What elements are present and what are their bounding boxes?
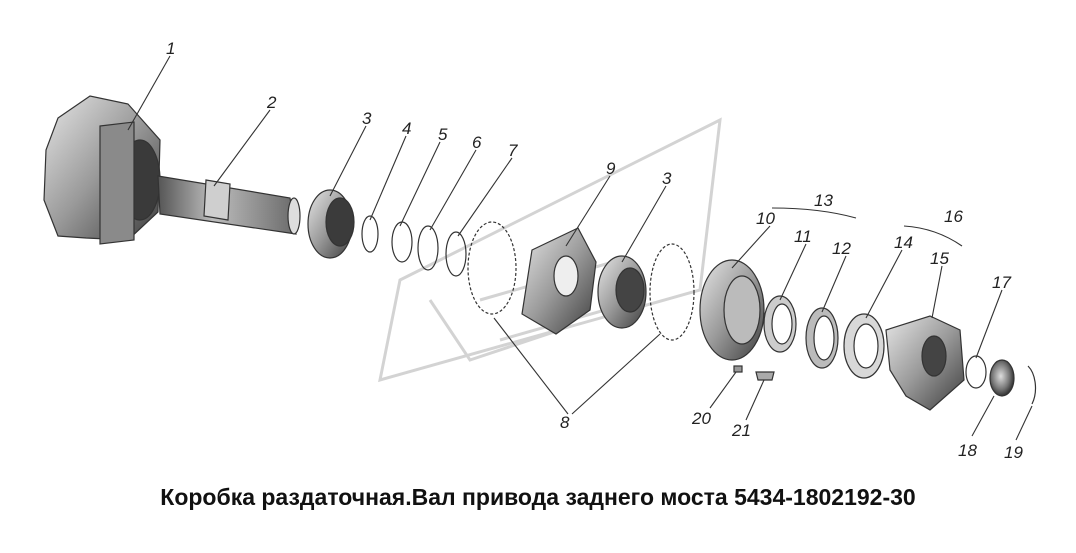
label-17: 17 — [992, 273, 1011, 292]
part-5-ring — [391, 221, 413, 263]
label-19: 19 — [1004, 443, 1023, 462]
part-21-bolt — [755, 371, 775, 381]
label-9: 9 — [606, 159, 616, 178]
part-17-washer — [965, 355, 987, 389]
label-12: 12 — [832, 239, 851, 258]
label-2: 2 — [266, 93, 277, 112]
part-8-gasket-left — [467, 221, 517, 315]
part-4-ring — [361, 215, 379, 253]
label-7: 7 — [508, 141, 518, 160]
part-19-cotter-pin — [1027, 365, 1037, 405]
part-7-ring — [445, 231, 467, 277]
label-20: 20 — [691, 409, 711, 428]
label-13: 13 — [814, 191, 833, 210]
part-6-ring — [417, 225, 439, 271]
part-20-screw — [733, 365, 743, 373]
label-6: 6 — [472, 133, 482, 152]
part-3-bearing-left — [307, 189, 355, 259]
part-14-washer — [843, 313, 885, 379]
label-10: 10 — [756, 209, 775, 228]
label-5: 5 — [438, 125, 448, 144]
part-15-flange — [885, 315, 965, 411]
label-21: 21 — [731, 421, 751, 440]
label-15: 15 — [930, 249, 949, 268]
part-11-seal — [763, 295, 797, 353]
label-8: 8 — [560, 413, 570, 432]
label-1: 1 — [166, 39, 175, 58]
part-12-ring — [805, 307, 839, 369]
label-4: 4 — [402, 119, 411, 138]
label-3-right: 3 — [662, 169, 672, 188]
leader-lines — [127, 55, 1033, 441]
part-9-cover — [521, 227, 597, 335]
part-8-gasket-right — [649, 243, 695, 341]
part-2-shaft — [157, 175, 301, 235]
label-3-left: 3 — [362, 109, 372, 128]
part-18-nut — [989, 359, 1015, 397]
part-1-housing — [43, 95, 161, 245]
part-3-bearing-right — [597, 255, 647, 329]
label-16: 16 — [944, 207, 963, 226]
part-10-flange-cover — [699, 259, 765, 361]
label-11: 11 — [794, 227, 812, 246]
label-18: 18 — [958, 441, 977, 460]
diagram-caption: Коробка раздаточная.Вал привода заднего … — [160, 484, 916, 510]
label-14: 14 — [894, 233, 913, 252]
